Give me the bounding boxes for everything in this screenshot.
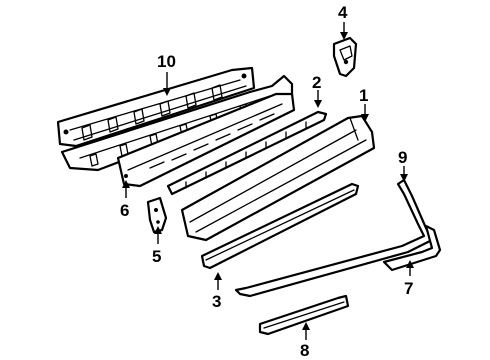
part-7-corner-trim xyxy=(382,224,442,272)
callout-7: 7 xyxy=(404,279,413,298)
callout-9: 9 xyxy=(398,148,407,167)
part-8-lower-molding xyxy=(258,294,350,336)
callout-6: 6 xyxy=(120,201,129,220)
part-2-upper-trim-strip xyxy=(166,110,328,196)
callout-leaders xyxy=(122,22,414,340)
callout-10: 10 xyxy=(157,52,176,71)
part-5-small-bracket xyxy=(146,196,168,234)
callout-3: 3 xyxy=(212,292,221,311)
callout-8: 8 xyxy=(300,341,309,360)
callout-2: 2 xyxy=(312,73,321,92)
part-1-bumper-cover xyxy=(180,114,376,242)
callout-4: 4 xyxy=(338,3,348,22)
callout-1: 1 xyxy=(359,86,368,105)
part-9-right-trim-strip xyxy=(234,178,434,298)
part-4-side-bracket xyxy=(332,36,358,78)
part-3-lower-valance xyxy=(200,182,360,270)
callout-5: 5 xyxy=(152,247,161,266)
part-10-reinforcement-bar xyxy=(56,66,294,172)
